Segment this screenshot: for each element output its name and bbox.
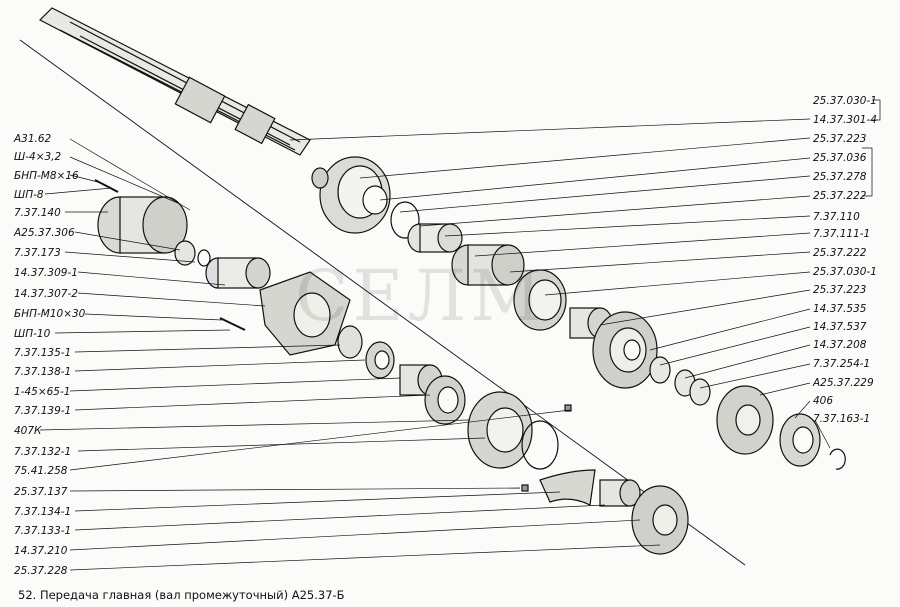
leader-lines-right [289, 99, 881, 449]
label-shp-10: ШП-10 [14, 328, 51, 340]
label-7-37-139-1: 7.37.139-1 [14, 405, 72, 417]
label-14-37-208: 14.37.208 [813, 339, 867, 351]
label-14-37-537: 14.37.537 [813, 321, 867, 333]
label-a31-62: А31.62 [14, 133, 52, 145]
label-25-37-222: 25.37.222 [813, 247, 867, 259]
watermark: СЕЛМ [295, 255, 546, 337]
label-25-37-030-1: 25.37.030-1 [813, 266, 877, 278]
label-14-37-309-1: 14.37.309-1 [14, 267, 78, 279]
assembly-axis [19, 39, 746, 566]
key-2 [521, 484, 529, 492]
label-25-37-228: 25.37.228 [14, 565, 68, 577]
label-shp-8: ШП-8 [14, 189, 44, 201]
label-14-37-307-2: 14.37.307-2 [14, 288, 78, 300]
washer-a [174, 240, 196, 266]
label-sh-4x3-2: Ш-4×3,2 [14, 151, 62, 163]
label-25-37-030-1-top: 25.37.030-1 [813, 95, 877, 107]
sleeve [205, 257, 271, 289]
spline-hub [451, 244, 525, 286]
housing-cup [97, 196, 188, 254]
spur-gear-large [592, 311, 658, 389]
label-25-37-278: 25.37.278 [813, 171, 867, 183]
label-407k: 407К [14, 425, 42, 437]
roller-bearing [365, 341, 395, 379]
label-25-37-036: 25.37.036 [813, 152, 867, 164]
bearing-cover [467, 391, 533, 469]
label-25-37-137: 25.37.137 [14, 486, 68, 498]
label-7-37-254-1: 7.37.254-1 [813, 358, 871, 370]
sleeve-3 [599, 479, 641, 507]
label-25-37-222-top: 25.37.222 [813, 190, 867, 202]
label-a25-37-306: А25.37.306 [14, 227, 75, 239]
needle-bearing-upper [407, 223, 463, 253]
label-25-37-223: 25.37.223 [813, 284, 867, 296]
label-7-37-133-1: 7.37.133-1 [14, 525, 72, 537]
label-7-37-135-1: 7.37.135-1 [14, 347, 72, 359]
figure-caption: 52. Передача главная (вал промежуточный)… [18, 588, 345, 602]
label-7-37-138-1: 7.37.138-1 [14, 366, 72, 378]
label-a25-37-229: А25.37.229 [813, 377, 874, 389]
clutch-ring [513, 269, 567, 331]
bevel-gear [311, 156, 391, 234]
snap-ring [390, 201, 420, 239]
key [564, 404, 572, 412]
label-7-37-163-1: 7.37.163-1 [813, 413, 871, 425]
bolt-m10 [219, 317, 246, 331]
label-25-37-223-top: 25.37.223 [813, 133, 867, 145]
shift-fork [539, 469, 596, 506]
race-ring [337, 325, 363, 359]
label-1-45x65-1: 1-45×65-1 [14, 386, 71, 398]
label-14-37-301-4: 14.37.301-4 [813, 114, 877, 126]
label-7-37-132-1: 7.37.132-1 [14, 446, 72, 458]
washer-b [197, 249, 211, 267]
label-7-37-173: 7.37.173 [14, 247, 61, 259]
circlip [829, 448, 846, 470]
label-7-37-111-1: 7.37.111-1 [813, 228, 871, 240]
label-7-37-134-1: 7.37.134-1 [14, 506, 72, 518]
ball-bearing-406 [779, 413, 821, 467]
o-ring [521, 420, 559, 470]
washer-1 [649, 356, 671, 384]
flange-housing [259, 271, 351, 356]
label-75-41-258: 75.41.258 [14, 465, 68, 477]
spur-gear-bottom [631, 485, 689, 555]
label-7-37-110: 7.37.110 [813, 211, 860, 223]
leader-lines-left [39, 138, 661, 571]
label-14-37-210: 14.37.210 [14, 545, 68, 557]
bearing-407k [424, 375, 466, 425]
bolt-m8 [94, 179, 119, 193]
splined-shaft [38, 7, 311, 156]
label-406: 406 [813, 395, 834, 407]
label-bnp-m10x30: БНП-М10×30 [14, 308, 86, 320]
washer-3 [689, 378, 711, 406]
label-7-37-140: 7.37.140 [14, 207, 61, 219]
label-bnp-m8x16: БНП-М8×16 [14, 170, 79, 182]
label-14-37-535: 14.37.535 [813, 303, 867, 315]
spur-gear-small [716, 385, 774, 455]
